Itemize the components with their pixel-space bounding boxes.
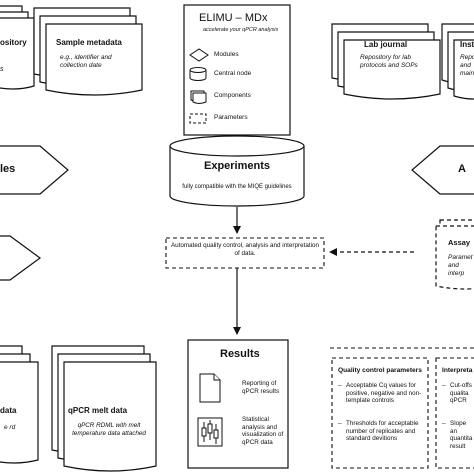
results-item-reporting: Reporting of qPCR results (242, 380, 280, 395)
institute-desc: Repo and mainte (460, 54, 474, 77)
results-item-statistics: Statistical analysis and visualization o… (242, 416, 284, 446)
process-text: Automated quality control, analysis and … (170, 242, 320, 257)
assay-title: Assay (448, 238, 471, 247)
doc-data-desc: e rd (4, 424, 16, 431)
boxplot-chart-icon (197, 417, 223, 447)
legend-subtitle: accelerate your qPCR analysis (203, 27, 279, 33)
doc-sample-metadata (33, 7, 143, 96)
qc-item-cq: Acceptable Cq values for positive, negat… (346, 382, 422, 405)
results-box (187, 339, 289, 469)
doc-lab-journal (331, 23, 441, 100)
qc-bullet-2: – (338, 420, 342, 427)
legend-parameters-label: Parameters (214, 114, 248, 121)
lab-journal-desc: Repository for lab protocols and SOPs (360, 54, 418, 69)
experiments-subtitle: fully compatible with the MIQE guideline… (182, 184, 292, 190)
doc-data-partial (0, 345, 39, 464)
qc-title: Quality control parameters (338, 367, 422, 374)
doc-repository-desc: s (0, 66, 4, 73)
legend-components-label: Components (214, 92, 251, 99)
report-document-icon (199, 373, 221, 403)
legend-central-node-label: Central node (214, 70, 252, 77)
doc-data-title: data (0, 406, 17, 415)
module-left-lower-partial (0, 235, 42, 281)
interp-item-slope: Slope an quantita result (450, 420, 473, 450)
legend-central-node-icon (189, 67, 207, 81)
experiments-title: Experiments (203, 160, 271, 172)
interp-item-cutoffs: Cut-offs qualita qPCR (450, 382, 472, 405)
qc-item-thresholds: Thresholds for acceptable number of repl… (346, 420, 419, 443)
legend-title: ELIMU – MDx (199, 12, 268, 24)
qpcr-melt-title: qPCR melt data (68, 406, 128, 415)
experiments-node (169, 135, 305, 207)
module-right-partial (411, 145, 474, 195)
qpcr-melt-desc: qPCR RDML with melt temperature data att… (72, 422, 146, 437)
process-box (165, 237, 325, 269)
module-left-partial (0, 145, 69, 195)
results-title: Results (220, 348, 260, 360)
module-left-label: les (0, 163, 16, 175)
legend-module-icon (189, 48, 209, 62)
doc-repository-title: ository (0, 38, 27, 47)
legend-components-icon (190, 90, 207, 104)
doc-institute-partial (441, 23, 474, 100)
sample-metadata-desc: e.g., identifier and collection date (60, 54, 112, 69)
module-right-label: A (458, 163, 466, 175)
doc-repository-partial (0, 5, 35, 90)
doc-assay-partial (435, 219, 474, 290)
interp-title: Interpreta (442, 367, 473, 374)
interp-bullet-2: – (442, 420, 446, 427)
sample-metadata-title: Sample metadata (56, 38, 122, 47)
legend-parameters-icon (189, 113, 207, 124)
qc-box (331, 357, 429, 469)
legend-box (183, 4, 291, 136)
assay-desc: Paramet and interp (448, 254, 473, 277)
legend-modules-label: Modules (214, 51, 239, 58)
institute-title: Insti (460, 40, 474, 49)
qc-bullet-1: – (338, 382, 342, 389)
interp-bullet-1: – (442, 382, 446, 389)
interpretation-box (435, 357, 474, 469)
lab-journal-title: Lab journal (364, 40, 408, 49)
doc-qpcr-melt-data (51, 345, 157, 472)
